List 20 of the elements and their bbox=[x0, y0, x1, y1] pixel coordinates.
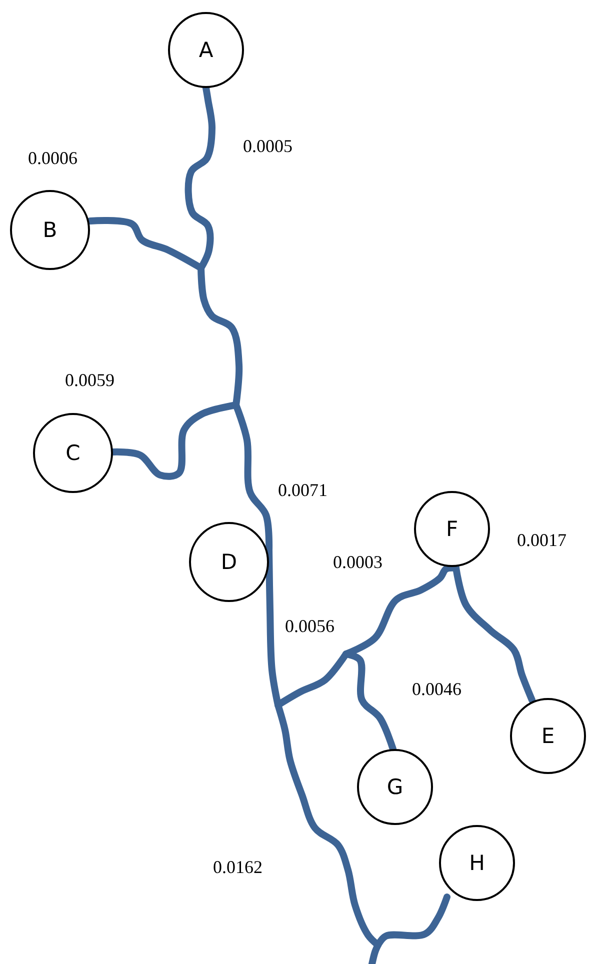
branch-length: 0.0006 bbox=[28, 148, 78, 169]
tree-branch bbox=[274, 650, 350, 708]
node-label: D bbox=[220, 550, 238, 574]
node-label: A bbox=[198, 38, 214, 62]
branch-length: 0.0046 bbox=[412, 679, 462, 700]
branch-length: 0.0162 bbox=[213, 857, 262, 878]
node-label: F bbox=[446, 517, 458, 541]
node-label: G bbox=[386, 775, 404, 799]
node-label: C bbox=[66, 441, 80, 465]
branch-length: 0.0003 bbox=[333, 552, 382, 573]
branch-length: 0.0059 bbox=[65, 370, 114, 391]
branch-length: 0.0056 bbox=[285, 616, 334, 637]
node-label: B bbox=[42, 218, 58, 242]
node-label: E bbox=[541, 724, 555, 748]
branch-length: 0.0071 bbox=[278, 480, 328, 501]
branch-length: 0.0017 bbox=[517, 530, 566, 551]
tree-branch bbox=[374, 894, 450, 948]
node-label: H bbox=[469, 851, 485, 875]
branch-length: 0.0005 bbox=[243, 136, 292, 157]
tree-branch bbox=[452, 564, 536, 704]
